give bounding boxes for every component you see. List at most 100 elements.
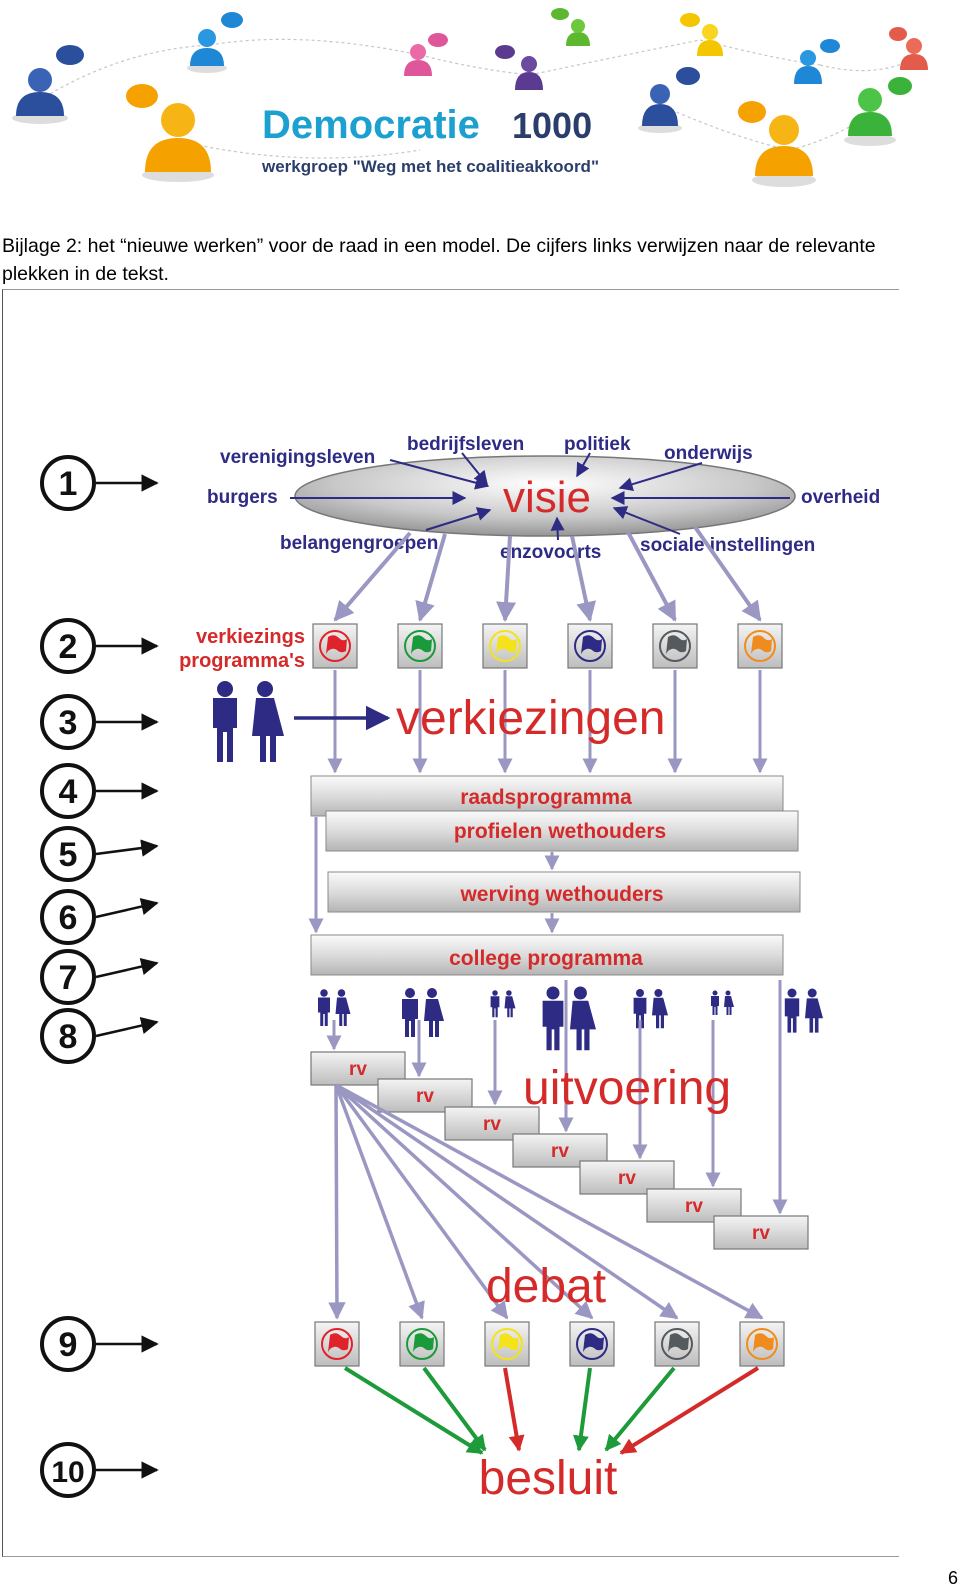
- label-overheid: overheid: [801, 487, 880, 508]
- vote-arrow-red: [503, 1367, 525, 1452]
- verkiezingen-label: verkiezingen: [396, 692, 665, 745]
- step-circle: [40, 1316, 96, 1372]
- flag-icon: [498, 1333, 519, 1352]
- visie-to-flag-arrow: [693, 525, 762, 622]
- person-icon: [638, 67, 700, 133]
- werving-bar: [327, 871, 801, 913]
- debate-arrow: [335, 1083, 679, 1320]
- male-figure-icon: [633, 989, 647, 1029]
- person-icon: [551, 8, 590, 46]
- female-figure-icon: [504, 990, 516, 1018]
- wethouder-figures: [318, 986, 823, 1051]
- step-circle: [40, 763, 96, 819]
- female-figure-icon: [805, 988, 823, 1033]
- visie-to-flag-arrow: [496, 535, 517, 622]
- step-number: 9: [59, 1326, 78, 1364]
- step-marker-5: 5: [40, 826, 159, 882]
- voters-icon: [213, 681, 284, 762]
- brand-number: 1000: [512, 105, 592, 146]
- step-circle: [40, 1442, 96, 1498]
- step-marker-10: 10: [40, 1442, 159, 1498]
- male-figure-icon: [490, 990, 500, 1018]
- party-flag-bottom: [569, 1321, 615, 1367]
- step-pointer-arrow: [95, 839, 159, 857]
- debate-arrow: [335, 1083, 764, 1320]
- rv-label: rv: [551, 1141, 569, 1162]
- flag-icon: [668, 1333, 689, 1352]
- step-marker-7: 7: [40, 949, 159, 1005]
- raadsprogramma-bar: [310, 775, 784, 817]
- step-marker-4: 4: [40, 763, 159, 819]
- programmas-label-line2: programma's: [179, 650, 305, 672]
- werving-label: werving wethouders: [459, 883, 663, 906]
- step-number: 3: [59, 704, 78, 742]
- person-icon: [680, 13, 723, 56]
- visie-to-flag-arrow: [333, 531, 412, 622]
- besluit-label: besluit: [479, 1452, 618, 1505]
- raadsprogramma-label: raadsprogramma: [460, 786, 632, 809]
- step-number: 10: [51, 1456, 84, 1489]
- flag-icon: [666, 635, 687, 654]
- flag-icon: [583, 1333, 604, 1352]
- step-pointer-arrow: [95, 957, 159, 979]
- flag-icon: [581, 635, 602, 654]
- label-verenigingsleven: verenigingsleven: [220, 447, 375, 468]
- flag-icon: [496, 635, 517, 654]
- label-politiek: politiek: [564, 434, 631, 455]
- rv-to-debate-arrows: [328, 1083, 764, 1320]
- party-flags-top: [312, 623, 783, 669]
- step-circle: [40, 826, 96, 882]
- step-number: 4: [59, 773, 78, 811]
- person-icon: [794, 39, 840, 84]
- figure-frame: [2, 289, 899, 1557]
- college-bar: [310, 934, 784, 976]
- vote-arrow-red: [619, 1366, 760, 1455]
- uitvoering-label: uitvoering: [523, 1062, 731, 1115]
- label-belangengroepen: belangengroepen: [280, 533, 438, 554]
- visie-input-arrows: [290, 452, 790, 541]
- step-number: 7: [59, 959, 78, 997]
- debate-arrow: [334, 1083, 509, 1320]
- party-flag-top: [567, 623, 613, 669]
- step-pointer-arrow: [95, 897, 159, 919]
- flag-icon: [328, 1333, 349, 1352]
- label-sociale-instellingen: sociale instellingen: [640, 535, 815, 556]
- label-enzovoorts: enzovoorts: [500, 542, 601, 563]
- male-figure-icon: [318, 989, 330, 1026]
- step-number: 6: [59, 899, 78, 937]
- step-circle: [40, 949, 96, 1005]
- step-circle: [40, 618, 96, 674]
- label-onderwijs: onderwijs: [664, 443, 753, 464]
- person-icon: [126, 84, 214, 182]
- step-marker-3: 3: [40, 694, 159, 750]
- female-figure-icon: [651, 989, 668, 1029]
- flag-icon: [751, 635, 772, 654]
- party-flag-bottom: [739, 1321, 785, 1367]
- visie-ellipse: [294, 455, 796, 537]
- female-figure-icon: [724, 990, 734, 1015]
- party-flag-top: [397, 623, 443, 669]
- profielen-label: profielen wethouders: [454, 820, 666, 843]
- step-marker-8: 8: [40, 1008, 159, 1064]
- rv-box: rv: [713, 1215, 809, 1250]
- vote-arrow-green: [572, 1367, 592, 1452]
- step-circle: [40, 1008, 96, 1064]
- flag-to-raadsprogramma-arrows: [327, 670, 768, 774]
- step-marker-9: 9: [40, 1316, 159, 1372]
- person-icon: [495, 45, 543, 90]
- debate-arrow: [334, 1084, 425, 1320]
- figure-caption: Bijlage 2: het “nieuwe werken” voor de r…: [2, 235, 876, 285]
- step-marker-1: 1: [40, 455, 159, 511]
- person-icon: [12, 45, 84, 124]
- party-flag-top: [482, 623, 528, 669]
- rv-label: rv: [618, 1168, 636, 1189]
- party-flag-top: [312, 623, 358, 669]
- label-burgers: burgers: [207, 487, 278, 508]
- step-circle: [40, 694, 96, 750]
- flag-icon: [753, 1333, 774, 1352]
- step-number: 5: [59, 836, 78, 874]
- party-flag-bottom: [484, 1321, 530, 1367]
- female-figure-icon: [569, 986, 596, 1051]
